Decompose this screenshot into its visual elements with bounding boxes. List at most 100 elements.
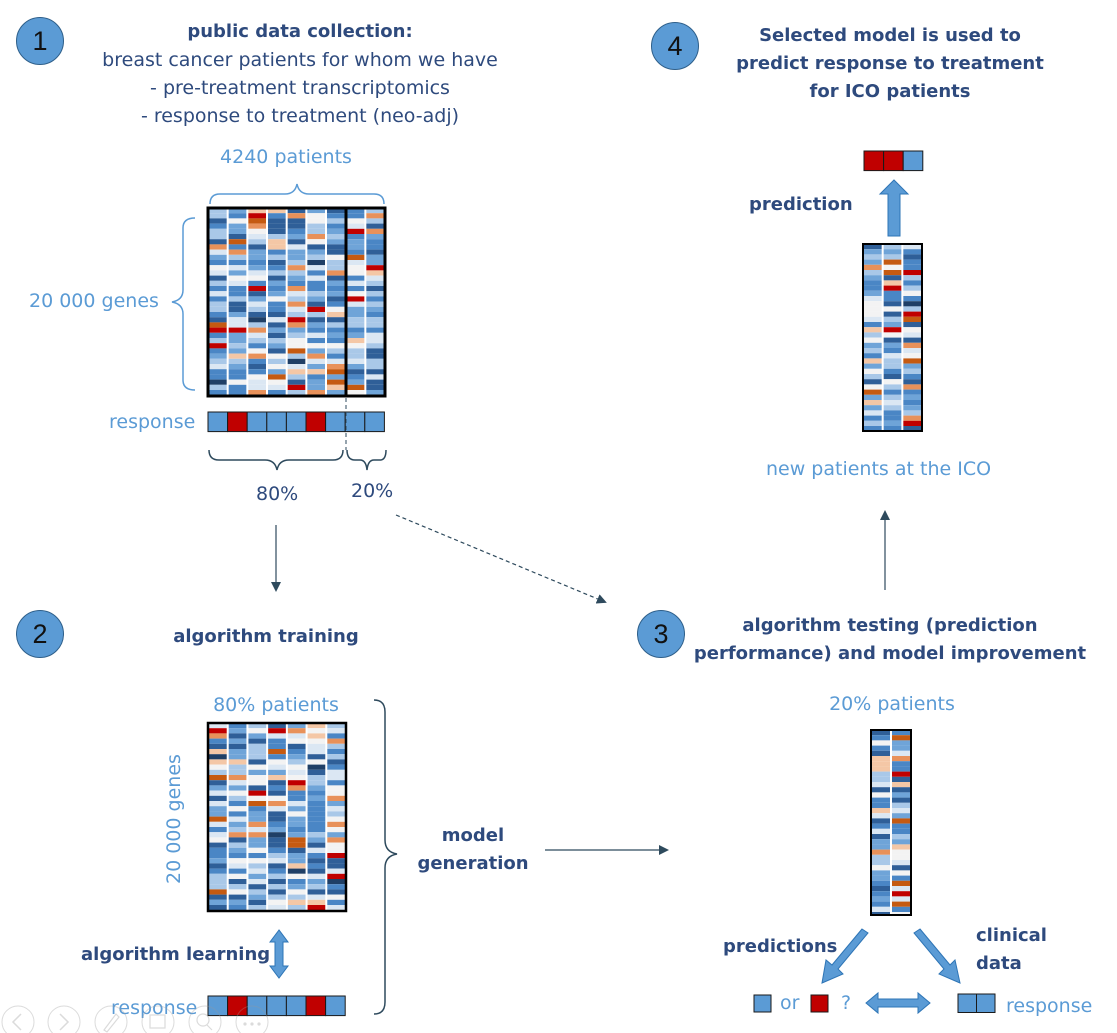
responder-cell — [266, 995, 287, 1017]
heatmap-cell — [864, 420, 882, 426]
heatmap-cell — [287, 234, 306, 240]
heatmap-cell — [903, 332, 921, 338]
heatmap-cell — [268, 894, 286, 900]
heatmap-cell — [883, 368, 902, 374]
heatmap-cell — [903, 306, 921, 312]
heatmap-cell — [872, 834, 890, 840]
heatmap-cell — [228, 322, 247, 328]
heatmap-cell — [307, 790, 326, 796]
heatmap-cell — [209, 291, 227, 297]
heatmap-cell — [307, 894, 326, 900]
heatmap-cell — [903, 285, 921, 291]
heatmap-cell — [209, 322, 227, 328]
heatmap-cell — [228, 379, 247, 385]
heatmap-cell — [307, 270, 325, 276]
heatmap-cell — [209, 764, 227, 770]
heatmap-cell — [872, 787, 890, 793]
heatmap-cell — [864, 394, 882, 400]
step-3-response-label: response — [1006, 995, 1093, 1017]
heatmap-cell — [346, 270, 365, 276]
heatmap-cell — [883, 316, 902, 322]
heatmap-cell — [366, 327, 384, 333]
heatmap-cell — [872, 860, 890, 866]
heatmap-cell — [248, 894, 267, 900]
non-responder-cell — [305, 995, 327, 1017]
heatmap-cell — [248, 332, 266, 338]
heatmap-cell — [268, 338, 286, 344]
heatmap-cell — [872, 901, 890, 907]
heatmap-cell — [209, 312, 227, 318]
heatmap-cell — [287, 343, 306, 349]
heatmap-cell — [209, 270, 227, 276]
heatmap-cell — [228, 853, 247, 859]
heatmap-cell — [883, 389, 902, 395]
heatmap-cell — [872, 870, 890, 876]
heatmap-cell — [307, 234, 325, 240]
predicted-non-responder-square — [810, 994, 829, 1013]
heatmap-cell — [872, 891, 890, 897]
responder-cell — [285, 411, 307, 433]
heatmap-cell — [248, 795, 267, 801]
heatmap-cell — [307, 228, 325, 234]
heatmap-cell — [287, 863, 306, 869]
heatmap-cell — [209, 847, 227, 853]
heatmap-cell — [268, 358, 286, 364]
heatmap-cell — [228, 218, 247, 224]
heatmap-cell — [268, 821, 286, 827]
heatmap-cell — [892, 735, 910, 741]
heatmap-cell — [346, 327, 365, 333]
heatmap-cell — [307, 884, 326, 890]
heatmap-cell — [268, 853, 286, 859]
heatmap-cell — [209, 379, 227, 385]
heatmap-cell — [883, 275, 902, 281]
heatmap-cell — [307, 853, 326, 859]
heatmap-cell — [366, 353, 384, 359]
heatmap-cell — [287, 338, 306, 344]
heatmap-cell — [883, 337, 902, 343]
heatmap-cell — [327, 384, 345, 390]
heatmap-cell — [287, 332, 306, 338]
heatmap-cell — [307, 733, 326, 739]
heatmap-cell — [268, 208, 286, 214]
clinical-data-label: clinical data — [976, 922, 1047, 978]
prediction-up-arrow — [878, 179, 910, 237]
heatmap-cell — [327, 853, 345, 859]
heatmap-cell — [366, 228, 384, 234]
heatmap-cell — [248, 889, 267, 895]
heatmap-cell — [307, 260, 325, 266]
heatmap-cell — [903, 316, 921, 322]
heatmap-cell — [307, 723, 326, 729]
heatmap-cell — [366, 260, 384, 266]
heatmap-cell — [346, 296, 365, 302]
heatmap-cell — [892, 891, 910, 897]
heatmap-cell — [209, 853, 227, 859]
heatmap-cell — [268, 275, 286, 281]
heatmap-cell — [307, 811, 326, 817]
heatmap-cell — [307, 754, 326, 760]
heatmap-cell — [346, 369, 365, 375]
heatmap-cell — [307, 759, 326, 765]
heatmap-cell — [346, 208, 365, 214]
heatmap-cell — [287, 723, 306, 729]
heatmap-cell — [248, 208, 266, 214]
next-slide-icon — [47, 1005, 81, 1033]
heatmap-cell — [327, 769, 345, 775]
heatmap-cell — [307, 775, 326, 781]
heatmap-cell — [872, 818, 890, 824]
heatmap-cell — [209, 780, 227, 786]
heatmap-cell — [892, 761, 910, 767]
heatmap-cell — [346, 343, 365, 349]
heatmap-cell — [307, 254, 325, 260]
heatmap-cell — [248, 244, 266, 250]
heatmap-cell — [228, 223, 247, 229]
heatmap-cell — [903, 275, 921, 281]
heatmap-cell — [228, 801, 247, 807]
arrow-to-testing — [395, 514, 607, 604]
heatmap-cell — [287, 847, 306, 853]
heatmap-cell — [327, 332, 345, 338]
heatmap-cell — [346, 249, 365, 255]
step-4-prediction-bar — [863, 150, 924, 172]
step-3-title-line-1: algorithm testing (prediction — [742, 615, 1038, 636]
heatmap-cell — [366, 364, 384, 370]
heatmap-cell — [287, 759, 306, 765]
